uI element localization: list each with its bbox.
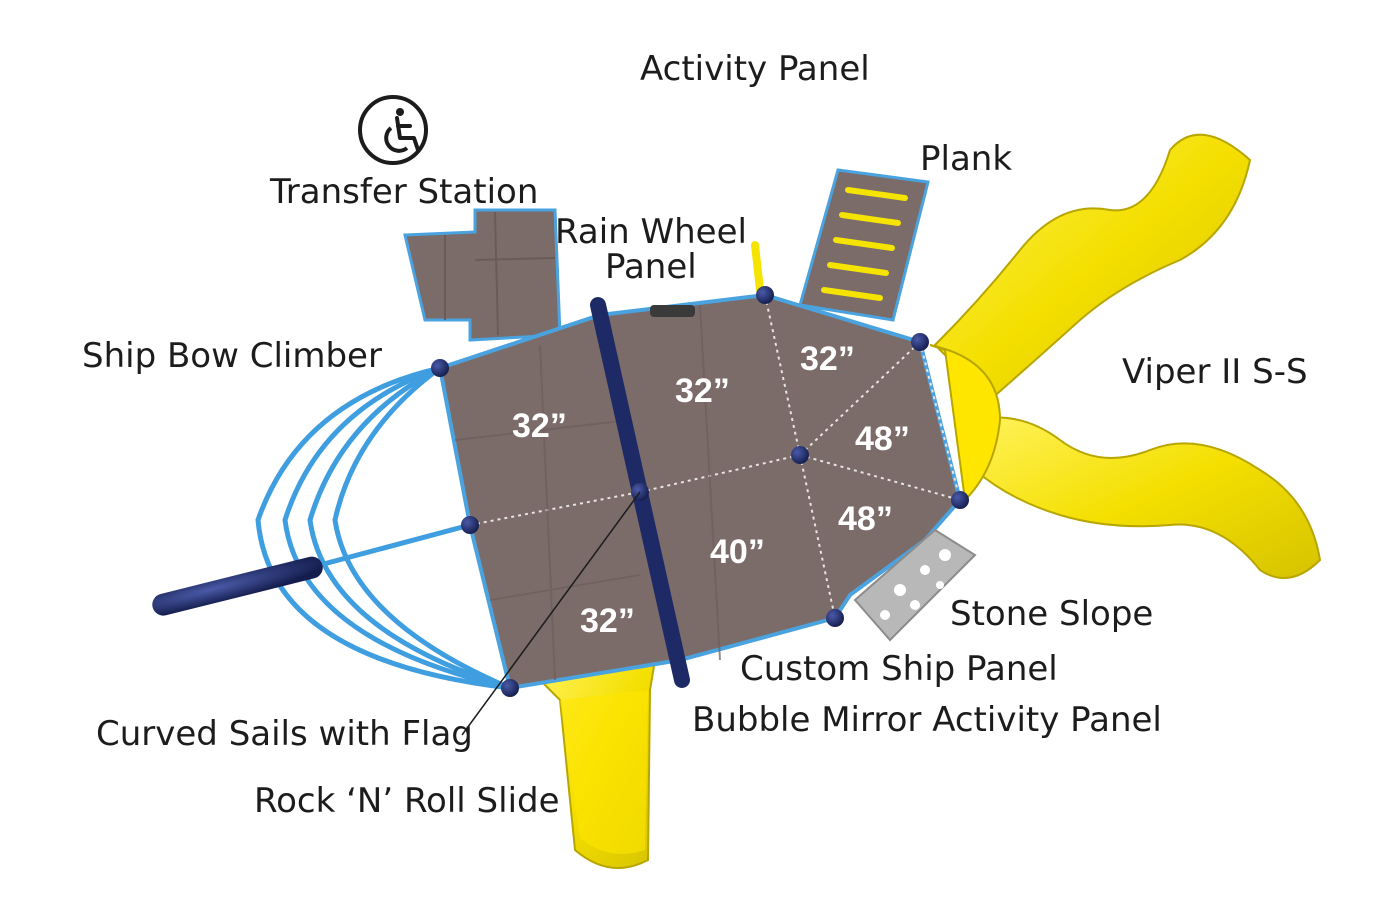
- deck-platform: [437, 292, 963, 691]
- label-plank: Plank: [920, 139, 1012, 179]
- wheelchair-accessible-icon: [358, 95, 428, 165]
- label-curved-sails: Curved Sails with Flag: [96, 714, 473, 754]
- label-activity-panel: Activity Panel: [640, 49, 870, 89]
- deck-height-left-upper: 32”: [512, 407, 567, 445]
- label-bubble-mirror: Bubble Mirror Activity Panel: [692, 700, 1162, 740]
- bow-sprit: [152, 556, 323, 616]
- plank: [798, 168, 930, 322]
- rain-wheel-panel: [650, 241, 764, 317]
- label-viper: Viper II S-S: [1122, 352, 1308, 392]
- deck-height-right-mid-upper: 48”: [855, 420, 910, 458]
- transfer-station: [403, 208, 562, 342]
- deck-height-right-upper: 32”: [800, 340, 855, 378]
- deck-height-center-upper: 32”: [675, 372, 730, 410]
- deck-height-center-lower: 40”: [710, 533, 765, 571]
- label-rock-n-roll: Rock ‘N’ Roll Slide: [254, 781, 560, 821]
- label-transfer-station: Transfer Station: [269, 172, 538, 212]
- label-rain-wheel-line2: Panel: [605, 247, 697, 287]
- label-ship-bow-climber: Ship Bow Climber: [82, 336, 382, 376]
- ship-bow-climber: [255, 365, 511, 691]
- viper-slide: [929, 133, 1322, 579]
- rock-n-roll-slide: [537, 658, 657, 869]
- label-rain-wheel-line1: Rain Wheel: [555, 212, 747, 252]
- label-custom-ship-panel: Custom Ship Panel: [740, 649, 1058, 689]
- label-stone-slope: Stone Slope: [950, 594, 1153, 634]
- deck-posts: [431, 286, 969, 697]
- deck-height-right-mid-lower: 48”: [838, 500, 893, 538]
- deck-height-left-lower: 32”: [580, 602, 635, 640]
- stone-slope: [853, 528, 977, 642]
- curved-sails-leader-line: [461, 491, 641, 736]
